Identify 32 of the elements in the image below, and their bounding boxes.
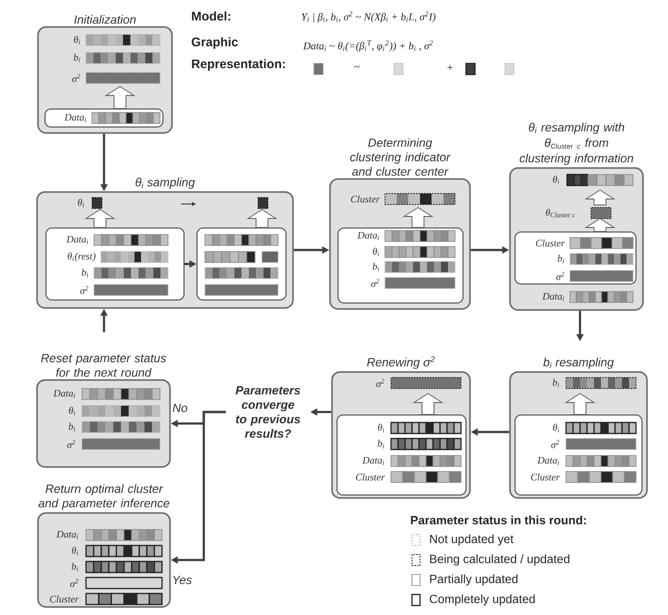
operator-sign: ~	[354, 66, 360, 68]
legend-label: Partially updated	[430, 574, 518, 586]
legend-label: Being calculated / updated	[430, 554, 570, 566]
legend-label: Completely updated	[430, 594, 535, 606]
edge-label: No	[171, 402, 189, 414]
node-label: Initialization	[74, 15, 136, 24]
representation-formula: Data$_{i}$ ~ θ$_{i}$(=(β$_{i}$$^{T}$, φ$_{i}$$^{2}$)) + b$_{i}$ , σ$^{2}$	[303, 40, 433, 52]
node-label: θ$_{i}$ resampling with	[528, 122, 624, 134]
edge-label: Yes	[171, 574, 193, 586]
operator-sign: +	[447, 64, 453, 70]
node-label: θ$_{i}$ sampling	[136, 178, 195, 189]
block-arrow	[84, 208, 116, 228]
node-label: Determining clustering indicator and cluster center	[350, 138, 451, 176]
block-arrow	[246, 208, 278, 228]
block-arrow	[104, 86, 136, 109]
node-label: b$_{i}$ resampling	[543, 358, 614, 369]
node-label: clustering information	[520, 154, 634, 165]
block-arrow	[402, 206, 434, 228]
representation-label: Graphic Representation:	[192, 37, 285, 71]
node-label: $\hbox{θ}_{\hbox{\scriptsize\upshape Cluster \itshape c}}$	[544, 138, 580, 149]
node-label: Reset parameter status for the next round	[41, 354, 166, 377]
node-label: Renewing σ$^{2}$	[367, 356, 435, 369]
node-label: Return optimal cluster and parameter inference	[38, 484, 170, 510]
block-arrow	[584, 218, 616, 232]
decision-text: Parameters converge to previous results?	[236, 386, 300, 438]
legend-title: Parameter status in this round:	[411, 516, 586, 524]
legend-label: Not updated yet	[430, 534, 514, 546]
node-label: from	[585, 138, 608, 147]
model-formula: Y$_{i}$ | β$_{i}$, b$_{i}$, σ$^{2}$ ~ N(Xβ$_{i}$ + b$_{i}$L, σ$^{2}$I)	[302, 11, 436, 23]
block-arrow	[412, 392, 444, 415]
block-arrow	[564, 392, 596, 415]
model-label: Model:	[192, 11, 230, 21]
